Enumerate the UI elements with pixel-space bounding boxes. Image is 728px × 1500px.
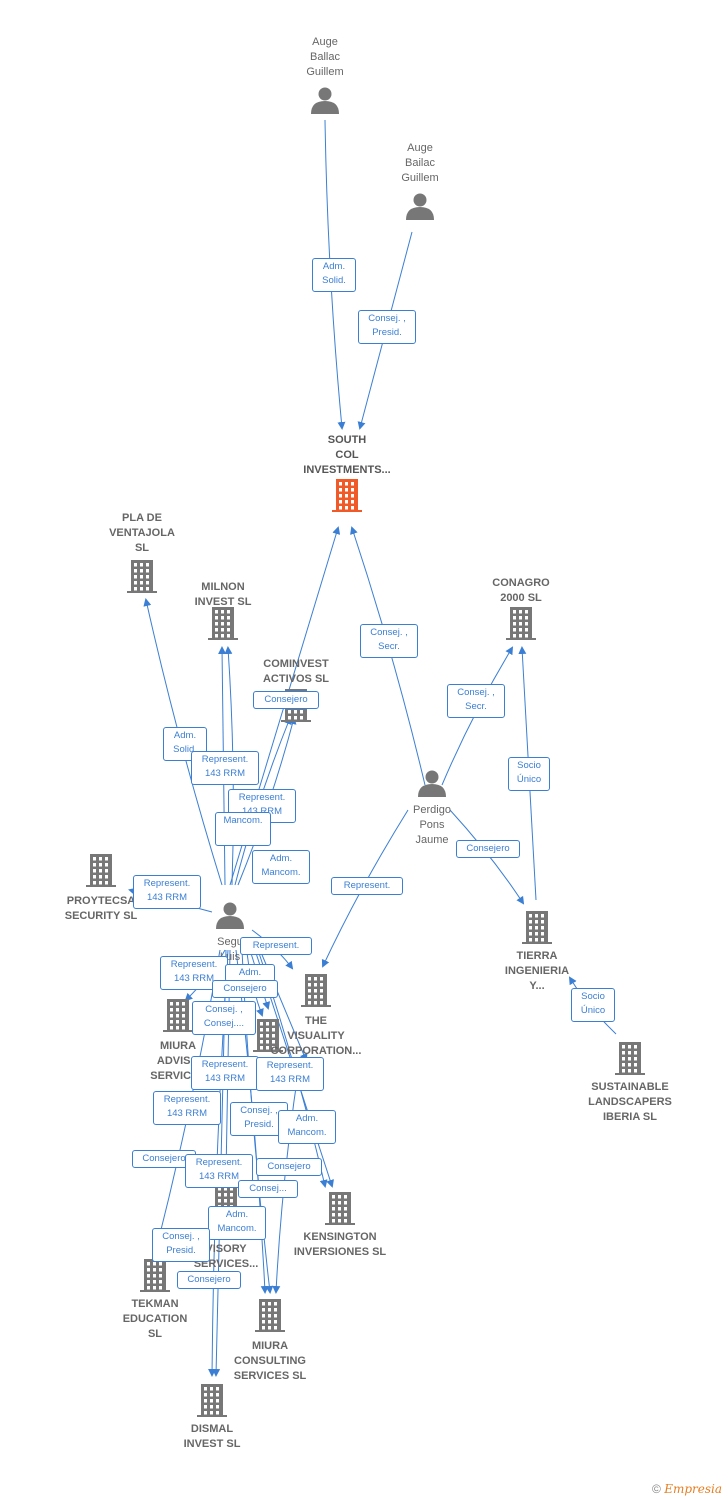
proytecsa-label[interactable]: PROYTECSA SECURITY SL	[64, 895, 138, 922]
auge1-label[interactable]: Auge Ballac Guillem	[306, 36, 344, 78]
milnon-label[interactable]: MILNON INVEST SL	[194, 581, 252, 608]
edge-role-label[interactable]: Consejero	[177, 1271, 241, 1289]
edge-role-label[interactable]: Adm. Mancom.	[278, 1110, 336, 1144]
sustainable-label[interactable]: SUSTAINABLE LANDSCAPERS IBERIA SL	[588, 1081, 672, 1123]
dismal-building-icon[interactable]	[197, 1384, 227, 1417]
edge-role-label[interactable]: Represent. 143 RRM	[256, 1057, 324, 1091]
conagro-label[interactable]: CONAGRO 2000 SL	[492, 577, 550, 604]
edge-role-label[interactable]: Consejero	[256, 1158, 322, 1176]
edge-role-label[interactable]: Represent. 143 RRM	[191, 1056, 259, 1090]
edge-role-label[interactable]: Represent. 143 RRM	[133, 875, 201, 909]
edge-role-label[interactable]: Adm. Mancom.	[252, 850, 310, 884]
edge-role-label[interactable]: Consejero	[212, 980, 278, 998]
tekman-label[interactable]: TEKMAN EDUCATION SL	[122, 1298, 188, 1340]
perdigo-label[interactable]: Perdigo Pons Jaume	[413, 804, 451, 846]
edge-role-label[interactable]: Consej. , Presid.	[152, 1228, 210, 1262]
edge-role-label[interactable]: Represent.	[331, 877, 403, 895]
mid_company-building-icon[interactable]	[253, 1019, 283, 1052]
visuality-label[interactable]: THE VISUALITY CORPORATION...	[270, 1015, 362, 1057]
proytecsa-building-icon[interactable]	[86, 854, 116, 887]
kensington-building-icon[interactable]	[325, 1192, 355, 1225]
edge-segui-to-visuality	[259, 949, 308, 1062]
edge-role-label[interactable]: Socio Único	[571, 988, 615, 1022]
visuality-building-icon[interactable]	[301, 974, 331, 1007]
edge-role-label[interactable]: Represent. 143 RRM	[160, 956, 228, 990]
segui-person-icon[interactable]	[216, 902, 244, 930]
edge-role-label[interactable]: Consej. , Consej....	[192, 1001, 256, 1035]
cominvest-label[interactable]: COMINVEST ACTIVOS SL	[262, 658, 330, 685]
perdigo-person-icon[interactable]	[418, 770, 446, 798]
tierra-label[interactable]: TIERRA INGENIERIA Y...	[504, 950, 570, 992]
edge-role-label[interactable]: Consej. , Secr.	[447, 684, 505, 718]
south-label[interactable]: SOUTH COL INVESTMENTS...	[303, 434, 391, 476]
edge-role-label[interactable]: Represent. 143 RRM	[153, 1091, 221, 1125]
pla-building-icon[interactable]	[127, 560, 157, 593]
edge-role-label[interactable]: Adm. Mancom.	[208, 1206, 266, 1240]
edge-role-label[interactable]: Represent. 143 RRM	[191, 751, 259, 785]
brand-logo[interactable]: Empresia	[664, 1482, 722, 1496]
edge-role-label[interactable]: Consej. , Presid.	[358, 310, 416, 344]
edge-role-label[interactable]: Adm.	[225, 964, 275, 982]
sustainable-building-icon[interactable]	[615, 1042, 645, 1075]
kensington-label[interactable]: KENSINGTON INVERSIONES SL	[293, 1231, 387, 1258]
auge2-person-icon[interactable]	[406, 193, 434, 221]
tierra-building-icon[interactable]	[522, 911, 552, 944]
miura_cons-building-icon[interactable]	[255, 1299, 285, 1332]
milnon-building-icon[interactable]	[208, 607, 238, 640]
edge-role-label[interactable]: Socio Único	[508, 757, 550, 791]
advisory2-label[interactable]: VISORY SERVICES...	[193, 1243, 259, 1270]
edge-role-label[interactable]: Consejero	[253, 691, 319, 709]
pla-label[interactable]: PLA DE VENTAJOLA SL	[109, 512, 175, 554]
edge-role-label[interactable]: Consejero	[132, 1150, 196, 1168]
dismal-label[interactable]: DISMAL INVEST SL	[183, 1423, 241, 1450]
auge2-label[interactable]: Auge Bailac Guillem	[401, 142, 439, 184]
edge-role-label[interactable]: Consej...	[238, 1180, 298, 1198]
edge-role-label[interactable]: Represent.	[240, 937, 312, 955]
edge-role-label[interactable]: Mancom.	[215, 812, 271, 846]
copyright-symbol: ©	[652, 1482, 661, 1496]
miura_cons-label[interactable]: MIURA CONSULTING SERVICES SL	[233, 1340, 307, 1382]
auge1-person-icon[interactable]	[311, 87, 339, 115]
edge-role-label[interactable]: Adm. Solid.	[312, 258, 356, 292]
miura_adv-building-icon[interactable]	[163, 999, 193, 1032]
south-building-icon[interactable]	[332, 479, 362, 512]
tekman-building-icon[interactable]	[140, 1259, 170, 1292]
copyright-credit: © Empresia	[652, 1482, 722, 1496]
node-icons	[86, 87, 645, 1417]
edge-role-label[interactable]: Consejero	[456, 840, 520, 858]
edge-role-label[interactable]: Consej. , Secr.	[360, 624, 418, 658]
conagro-building-icon[interactable]	[506, 607, 536, 640]
